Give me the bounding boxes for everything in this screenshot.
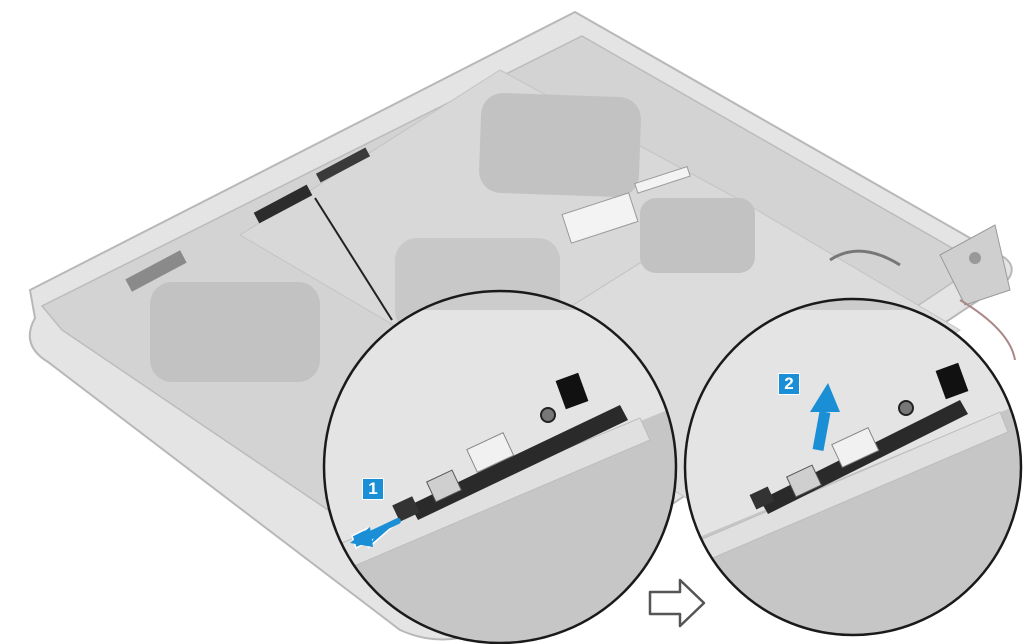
zoom-step-1 — [322, 289, 678, 644]
hinge — [829, 224, 1011, 306]
camera-module — [253, 147, 371, 224]
step-2-badge: 2 — [778, 373, 800, 395]
foam-pad — [479, 92, 641, 198]
camera-board-zoomed — [749, 362, 969, 514]
next-step-arrow-icon — [648, 578, 706, 628]
lift-arrow-icon — [810, 383, 840, 451]
camera-board-zoomed — [392, 372, 628, 522]
step-1-badge: 1 — [362, 478, 384, 500]
foam-pad — [640, 198, 755, 273]
pull-arrow-icon — [350, 518, 401, 550]
callout-line — [314, 197, 393, 321]
foam-pad — [150, 282, 320, 382]
sensor-board — [125, 250, 187, 292]
barcode-label — [561, 192, 639, 244]
barcode-label — [634, 165, 691, 194]
zoom-step-2 — [683, 297, 1023, 637]
